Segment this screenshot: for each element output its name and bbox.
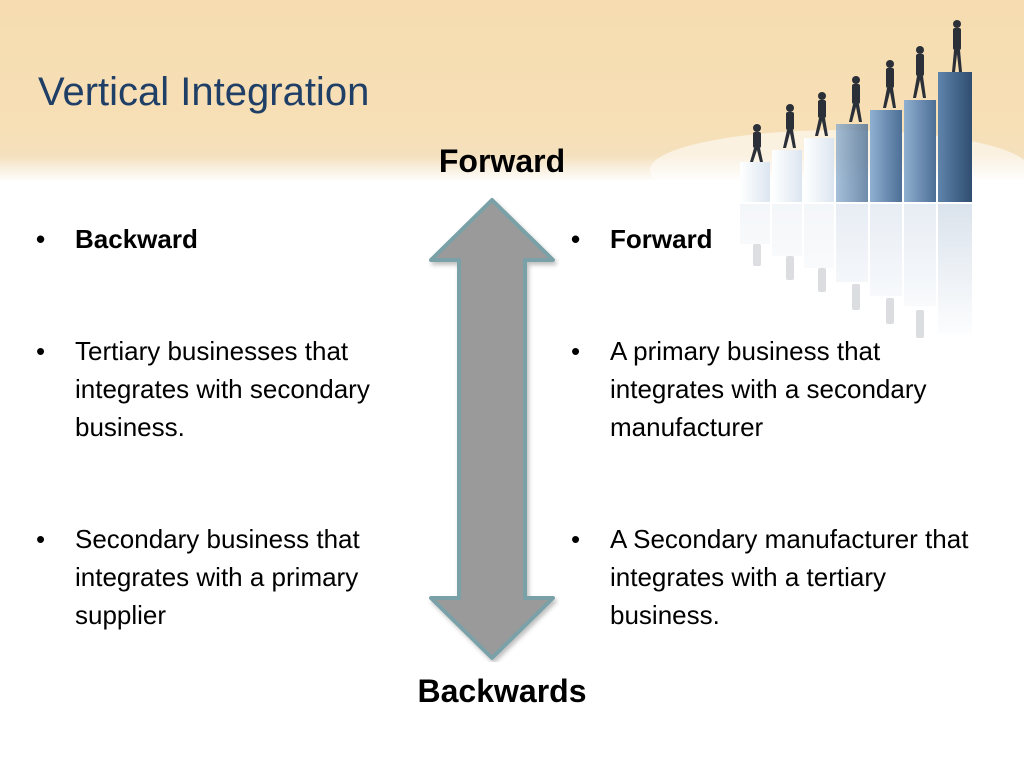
backwards-arrow-label: Backwards xyxy=(417,673,587,709)
forward-item: A primary business that integrates with … xyxy=(571,332,991,446)
forward-arrow-label: Forward xyxy=(438,143,566,179)
backward-item: Secondary business that integrates with … xyxy=(36,520,436,634)
slide-title: Vertical Integration xyxy=(38,70,370,114)
backward-column: Backward Tertiary businesses that integr… xyxy=(36,220,436,634)
forward-item: A Secondary manufacturer that integrates… xyxy=(571,520,991,634)
double-headed-arrow-icon xyxy=(429,198,555,660)
backward-item: Tertiary businesses that integrates with… xyxy=(36,332,436,446)
forward-heading: Forward xyxy=(571,220,991,258)
forward-column: Forward A primary business that integrat… xyxy=(571,220,991,634)
backward-heading: Backward xyxy=(36,220,436,258)
